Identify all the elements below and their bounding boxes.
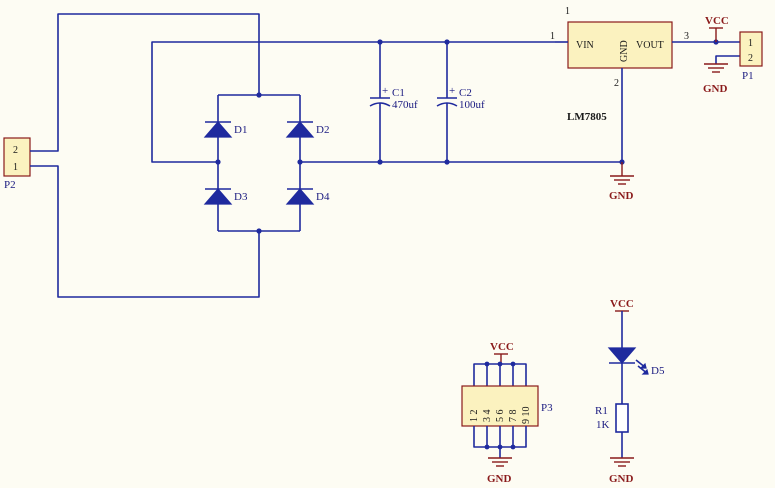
connector-p3: VCC 1 2 3 4 5 6 7 8 9 10 P3 GND (461, 341, 553, 485)
diode-d3: D3 (203, 188, 248, 205)
p3-pins-col-1: 1 2 (469, 410, 480, 423)
resistor-r1: R1 1K (595, 403, 629, 433)
c1-value-label: 470uf (392, 99, 418, 111)
connector-p1: 1 2 P1 (739, 31, 763, 82)
r1-value-label: 1K (596, 419, 610, 431)
diode-d2: D2 (285, 121, 329, 138)
d5-label: D5 (651, 365, 665, 377)
p2-body (3, 137, 31, 177)
p3-pins-col-2: 3 4 (482, 410, 493, 423)
junction-p3-5 (497, 361, 503, 367)
gnd-label-led: GND (609, 473, 634, 485)
d5-ray-2-head (641, 368, 649, 375)
p3-ref-label: P3 (541, 402, 553, 414)
r1-body (615, 403, 629, 433)
p1-pin-2-label: 2 (748, 53, 753, 64)
p1-body (739, 31, 763, 67)
regulator-vout-label: VOUT (636, 40, 664, 51)
gnd-symbol-regulator: GND (609, 162, 634, 202)
vcc-label-led: VCC (610, 298, 634, 310)
wire-positive-rail (151, 41, 555, 163)
regulator-lm7805: 1 VIN VOUT GND 1 2 3 LM7805 (550, 6, 689, 123)
diode-d4: D4 (285, 188, 330, 205)
d1-body (203, 121, 233, 138)
p2-pin-2-label: 2 (13, 145, 18, 156)
regulator-body (567, 21, 673, 69)
junction-p3-6 (510, 361, 516, 367)
d3-body (203, 188, 233, 205)
wire-p2-pin2 (30, 13, 260, 152)
p3-pins-col-5: 9 10 (521, 407, 532, 425)
diode-d1: D1 (203, 121, 247, 138)
regulator-pin3-label: 3 (684, 31, 689, 42)
p2-pin-1-label: 1 (13, 162, 18, 173)
junction-p3-3 (510, 444, 516, 450)
r1-ref-label: R1 (595, 405, 608, 417)
junction-p3-2 (497, 444, 503, 450)
d5-ray-1-head (639, 362, 647, 369)
led-circuit: VCC D5 R1 1K GND (595, 298, 665, 485)
d3-label: D3 (234, 191, 248, 203)
d5-body (607, 347, 637, 364)
c1-ref-label: C1 (392, 87, 405, 99)
c2-polarity: + (449, 85, 455, 97)
d2-body (285, 121, 315, 138)
regulator-vin-label: VIN (576, 40, 594, 51)
capacitor-c2: + C2 100uf (436, 42, 485, 162)
c2-ref-label: C2 (459, 87, 472, 99)
led-d5: D5 (607, 347, 665, 377)
d4-body (285, 188, 315, 205)
junction-p3-1 (484, 444, 490, 450)
regulator-gnd-label: GND (619, 40, 630, 62)
junction-bridge-top (256, 92, 262, 98)
gnd-label-p1: GND (703, 83, 728, 95)
vcc-label-p1: VCC (705, 15, 729, 27)
d4-label: D4 (316, 191, 330, 203)
vcc-label-p3: VCC (490, 341, 514, 353)
junction-bridge-bottom (256, 228, 262, 234)
bridge-rectifier: D1 D2 D3 D4 (203, 92, 330, 234)
vcc-symbol-p1: VCC (705, 15, 729, 42)
p3-pins-col-4: 7 8 (508, 410, 519, 423)
wire-p1-gnd (715, 55, 740, 64)
regulator-pin2-label: 2 (614, 78, 619, 89)
capacitor-c1: + C1 470uf (369, 42, 418, 162)
gnd-label-regulator: GND (609, 190, 634, 202)
p3-pins-col-3: 5 6 (495, 410, 506, 423)
c2-value-label: 100uf (459, 99, 485, 111)
p3-body (461, 385, 539, 427)
regulator-part-label: LM7805 (567, 111, 607, 123)
p2-ref-label: P2 (4, 179, 16, 191)
gnd-label-p3: GND (487, 473, 512, 485)
d2-label: D2 (316, 124, 329, 136)
junction-p3-4 (484, 361, 490, 367)
p1-ref-label: P1 (742, 70, 754, 82)
c1-polarity: + (382, 85, 388, 97)
p1-pin-1-label: 1 (748, 38, 753, 49)
gnd-symbol-p1: GND (703, 63, 728, 95)
d1-label: D1 (234, 124, 247, 136)
wire-p2-pin1 (30, 165, 260, 298)
regulator-ref-number: 1 (565, 6, 570, 17)
regulator-pin1-label: 1 (550, 31, 555, 42)
connector-p2: 2 1 P2 (3, 137, 31, 191)
